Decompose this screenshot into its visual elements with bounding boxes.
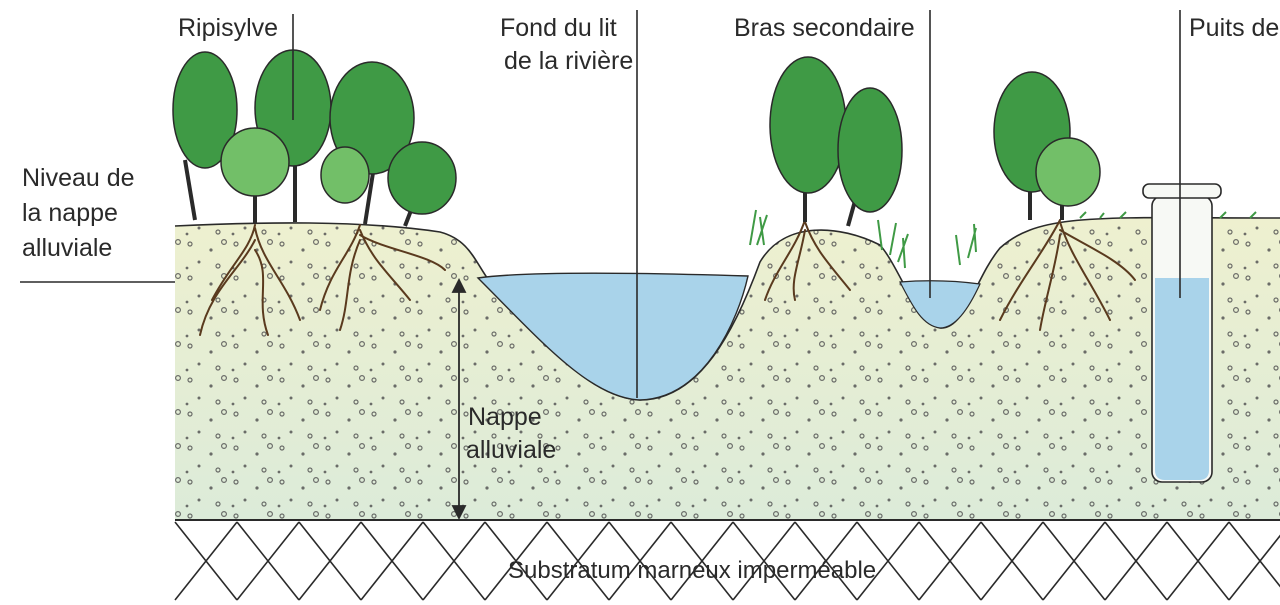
label-nappe-line2: alluviale <box>466 436 556 464</box>
label-puits: Puits de <box>1189 14 1279 42</box>
riparian-trees-right <box>994 72 1100 220</box>
hatch-line <box>1229 522 1280 600</box>
riparian-trees-left <box>173 50 456 226</box>
well <box>1143 184 1221 482</box>
label-bras-secondaire: Bras secondaire <box>734 14 915 42</box>
label-fond-line2: de la rivière <box>504 47 633 75</box>
label-nappe-line1: Nappe <box>468 403 542 431</box>
label-ripisylve: Ripisylve <box>178 14 278 42</box>
label-niveau-line3: alluviale <box>22 234 112 262</box>
label-niveau-line2: la nappe <box>22 199 118 227</box>
label-fond-line1: Fond du lit <box>500 14 617 42</box>
label-niveau-line1: Niveau de <box>22 164 135 192</box>
label-substratum: Substratum marneux imperméable <box>508 557 876 584</box>
hatch-line <box>1229 522 1280 600</box>
riparian-trees-middle <box>770 57 902 226</box>
